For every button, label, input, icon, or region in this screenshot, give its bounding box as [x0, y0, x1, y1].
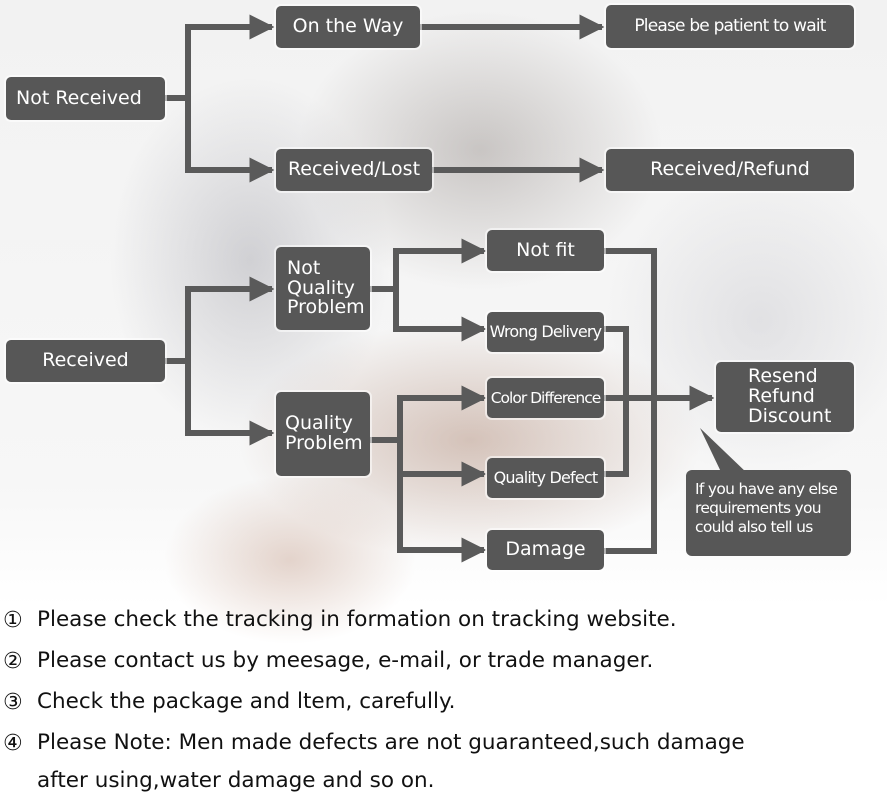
- not-fit-label: Not fit: [516, 238, 575, 261]
- not-quality-problem-box: Not Quality Problem: [276, 247, 370, 330]
- connector-to-quality: [185, 361, 275, 446]
- please-wait-box: Please be patient to wait: [606, 5, 854, 48]
- received-lost-label: Received/Lost: [287, 158, 421, 181]
- received-lost-box: Received/Lost: [276, 149, 432, 191]
- resolution-discount: Discount: [748, 404, 832, 427]
- received-box: Received: [6, 340, 165, 382]
- wrong-delivery-box: Wrong Delivery: [487, 312, 604, 352]
- please-wait-label: Please be patient to wait: [634, 15, 826, 36]
- wrong-delivery-label: Wrong Delivery: [489, 321, 603, 341]
- note-number: ①: [3, 608, 23, 633]
- note-item: ① Please check the tracking in formation…: [3, 600, 883, 641]
- connector-to-quality-defect: [397, 440, 487, 487]
- resolution-refund: Refund: [748, 385, 815, 408]
- resolution-box: Resend Refund Discount: [716, 362, 854, 432]
- received-label: Received: [42, 349, 129, 372]
- not-quality-line-3: Problem: [287, 296, 365, 319]
- not-quality-line-2: Quality: [287, 276, 355, 299]
- received-refund-box: Received/Refund: [606, 149, 854, 191]
- received-refund-label: Received/Refund: [650, 158, 810, 181]
- color-difference-box: Color Difference: [487, 378, 604, 418]
- callout-line-2: requirements you: [695, 498, 822, 517]
- damage-box: Damage: [487, 530, 604, 570]
- callout-pointer: [700, 428, 748, 474]
- damage-label: Damage: [505, 538, 586, 561]
- on-the-way-label: On the Way: [292, 15, 404, 38]
- quality-line-1: Quality: [285, 412, 353, 435]
- not-fit-box: Not fit: [487, 230, 604, 271]
- note-item: ③ Check the package and ltem, carefully.: [3, 682, 883, 723]
- resolution-resend: Resend: [748, 365, 818, 388]
- connector-to-color-difference: [370, 385, 487, 443]
- note-item: ④ Please Note: Men made defects are not …: [3, 723, 883, 799]
- note-text: Check the package and ltem, carefully.: [37, 689, 456, 714]
- callout-line-1: If you have any else: [695, 480, 838, 498]
- note-text: Please contact us by meesage, e-mail, or…: [37, 648, 654, 673]
- note-text: Please check the tracking in formation o…: [37, 607, 677, 632]
- note-text-continued: after using,water damage and so on.: [37, 768, 435, 793]
- note-number: ②: [3, 649, 23, 674]
- quality-line-2: Problem: [285, 432, 363, 454]
- quality-defect-box: Quality Defect: [487, 458, 604, 498]
- callout-bubble: If you have any else requirements you co…: [686, 470, 851, 556]
- note-item: ② Please contact us by meesage, e-mail, …: [3, 641, 883, 682]
- color-difference-label: Color Difference: [490, 388, 602, 407]
- connector-to-received-lost: [185, 98, 275, 183]
- connector-to-wrong-delivery: [393, 289, 487, 342]
- callout-line-3: could also tell us: [695, 517, 813, 536]
- not-received-label: Not Received: [16, 86, 142, 109]
- quality-defect-label: Quality Defect: [493, 467, 599, 487]
- note-number: ④: [3, 731, 23, 756]
- connector-to-on-the-way: [165, 14, 275, 101]
- collector-inner: [604, 326, 629, 477]
- not-received-box: Not Received: [6, 77, 165, 120]
- note-number: ③: [3, 690, 23, 715]
- not-quality-line-1: Not: [287, 256, 321, 279]
- note-text: Please Note: Men made defects are not gu…: [37, 730, 745, 755]
- connector-to-damage: [397, 474, 487, 563]
- connector-to-not-quality: [165, 276, 275, 364]
- connector-to-not-fit: [370, 238, 487, 292]
- quality-problem-box: Quality Problem: [276, 392, 370, 476]
- notes-list: ① Please check the tracking in formation…: [3, 600, 883, 799]
- note-text-block: Please Note: Men made defects are not gu…: [37, 723, 745, 799]
- on-the-way-box: On the Way: [276, 6, 420, 48]
